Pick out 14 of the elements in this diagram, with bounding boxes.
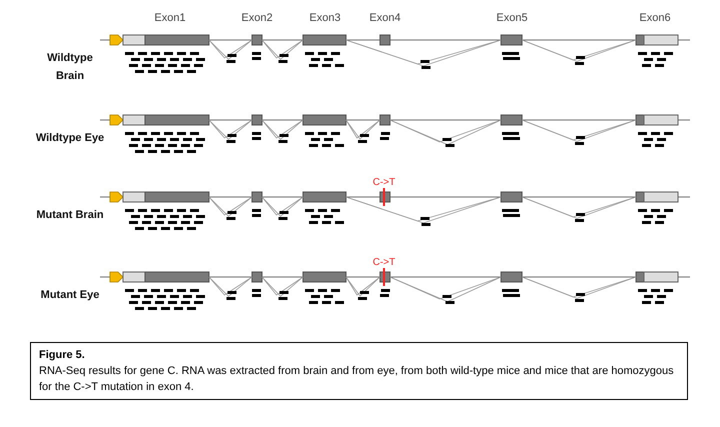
exon-label: Exon1 xyxy=(154,12,186,24)
mutation-label: C->T xyxy=(372,177,396,188)
figure-title: Figure 5. xyxy=(39,348,85,363)
sample-label: Wildtype Brain xyxy=(46,51,94,84)
exon-label: Exon2 xyxy=(241,12,273,24)
sample-label: Mutant Eye xyxy=(40,288,100,303)
exon-label: Exon3 xyxy=(309,12,341,24)
exon-label: Exon4 xyxy=(369,12,401,24)
sample-label: Wildtype Eye xyxy=(35,131,105,146)
caption-text: RNA-Seq results for gene C. RNA was extracted from brain and from eye, from both wild-type mice and mice that are homozygous for the C->T mutation in exon 4. xyxy=(39,364,675,395)
sample-label: Mutant Brain xyxy=(35,208,105,223)
exon-label: Exon6 xyxy=(639,12,671,24)
exon-label: Exon5 xyxy=(496,12,528,24)
mutation-label: C->T xyxy=(372,257,396,268)
